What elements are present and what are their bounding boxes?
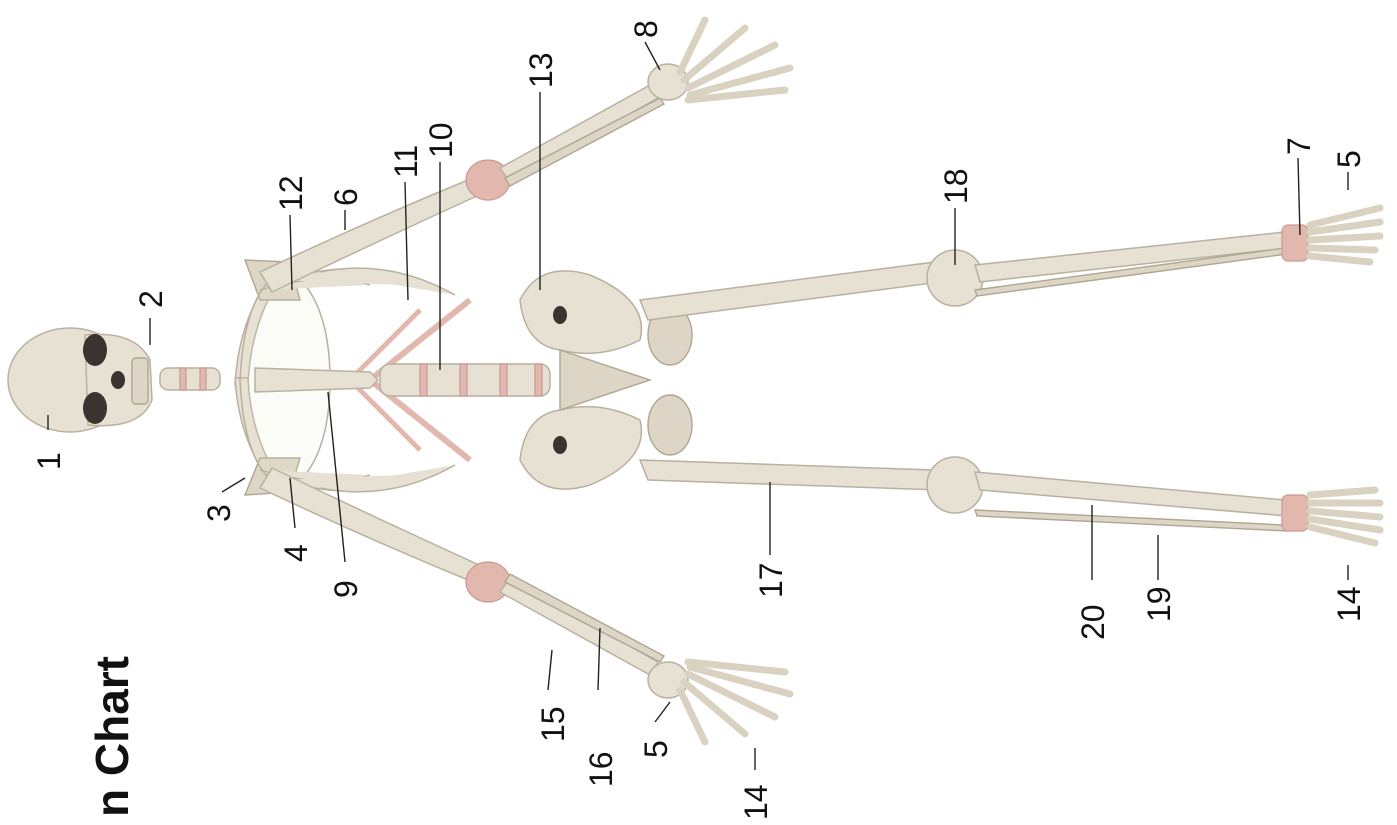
- label-14b: 14: [1331, 586, 1367, 622]
- label-16: 16: [583, 751, 619, 787]
- leg-left: [640, 457, 1380, 543]
- label-17: 17: [753, 562, 789, 598]
- label-3: 3: [201, 504, 237, 522]
- leader-7: [1298, 158, 1300, 235]
- label-20: 20: [1075, 604, 1111, 640]
- label-5b: 5: [1331, 150, 1367, 168]
- leader-15: [548, 650, 552, 690]
- label-1: 1: [31, 452, 67, 470]
- label-12: 12: [273, 175, 309, 211]
- leader-5a: [655, 702, 670, 722]
- leader-8: [645, 42, 660, 70]
- leg-right: [640, 208, 1380, 320]
- label-8: 8: [628, 20, 664, 38]
- skull: [8, 328, 152, 432]
- label-5a: 5: [638, 740, 674, 758]
- label-11: 11: [388, 145, 424, 178]
- label-6: 6: [328, 188, 364, 206]
- label-14a: 14: [738, 784, 774, 820]
- label-4: 4: [278, 544, 314, 562]
- label-2: 2: [133, 290, 169, 308]
- label-15: 15: [535, 706, 571, 742]
- cervical-spine: [160, 368, 220, 390]
- number-labels: 1 2 3 4 5 5 6 7 8 9 10 11 12 13 14 14 15…: [31, 20, 1367, 820]
- leader-3: [222, 478, 245, 492]
- label-9: 9: [328, 580, 364, 598]
- label-7: 7: [1281, 137, 1317, 155]
- label-18: 18: [938, 168, 974, 204]
- skeleton-illustration: [8, 20, 1380, 742]
- diagram-title: n Chart: [86, 656, 138, 817]
- vertebral-column: [380, 364, 550, 396]
- label-19: 19: [1141, 586, 1177, 622]
- label-10: 10: [423, 122, 459, 158]
- label-13: 13: [523, 52, 559, 88]
- sternum: [255, 368, 378, 392]
